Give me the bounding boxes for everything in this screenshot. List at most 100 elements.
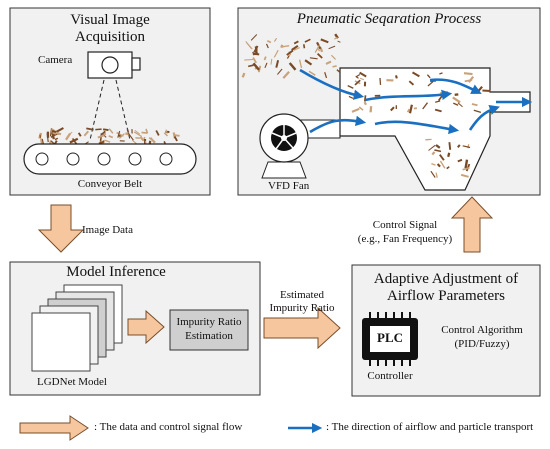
particle bbox=[463, 72, 473, 76]
particle bbox=[320, 38, 329, 44]
particle bbox=[473, 109, 482, 114]
particle bbox=[286, 55, 290, 59]
particle bbox=[127, 132, 134, 141]
particle bbox=[379, 77, 382, 85]
particle bbox=[434, 108, 442, 113]
plc-label: PLC bbox=[377, 330, 403, 345]
particle bbox=[77, 132, 82, 137]
particle bbox=[148, 137, 156, 143]
particle bbox=[273, 37, 278, 42]
particle bbox=[482, 89, 491, 93]
lgdnet-model-icon bbox=[31, 284, 123, 372]
impurity-estimation-box bbox=[169, 309, 249, 351]
particle bbox=[133, 131, 143, 138]
estimated-ratio-arrow bbox=[263, 306, 341, 350]
visual-acquisition-title-line2: Acquisition bbox=[75, 29, 145, 45]
particle bbox=[453, 102, 459, 106]
particle bbox=[439, 154, 445, 161]
particle bbox=[411, 71, 420, 78]
lgdnet-model-label: LGDNet Model bbox=[37, 376, 107, 388]
particle bbox=[273, 49, 279, 58]
particle bbox=[275, 60, 280, 68]
particle bbox=[165, 129, 168, 134]
particle bbox=[173, 136, 178, 142]
particle bbox=[359, 71, 367, 78]
particle bbox=[457, 158, 463, 163]
particle bbox=[330, 54, 337, 60]
conveyor-belt-label: Conveyor Belt bbox=[77, 178, 143, 190]
vfd-fan-label: VFD Fan bbox=[268, 180, 310, 192]
particle bbox=[293, 40, 299, 45]
particle bbox=[248, 64, 254, 68]
particle bbox=[252, 62, 260, 71]
particle bbox=[126, 128, 130, 133]
particle bbox=[263, 56, 267, 61]
particle bbox=[464, 159, 469, 169]
particle bbox=[282, 70, 290, 79]
particle bbox=[252, 57, 257, 64]
particle bbox=[457, 144, 461, 148]
particle bbox=[304, 59, 313, 66]
particle bbox=[457, 102, 463, 108]
particle bbox=[452, 96, 461, 104]
particle bbox=[460, 173, 469, 178]
particle bbox=[428, 144, 436, 151]
adaptive-title-line2: Airflow Parameters bbox=[387, 288, 505, 304]
particle bbox=[52, 132, 57, 135]
particle bbox=[293, 47, 300, 51]
particle bbox=[163, 132, 169, 137]
particle bbox=[354, 79, 361, 86]
control-algorithm-line2: (PID/Fuzzy) bbox=[454, 338, 510, 350]
particle bbox=[430, 170, 436, 178]
particle bbox=[304, 38, 311, 43]
particle bbox=[155, 130, 160, 136]
estimated-label-line2: Impurity Ratio bbox=[269, 302, 335, 314]
particle bbox=[270, 58, 273, 65]
particle bbox=[334, 36, 338, 40]
particle bbox=[264, 62, 268, 69]
legend-data-flow-text: : The data and control signal flow bbox=[94, 421, 243, 433]
particle bbox=[337, 40, 341, 43]
particle bbox=[462, 145, 471, 149]
particle bbox=[117, 130, 121, 138]
particle bbox=[141, 131, 148, 134]
particle bbox=[436, 163, 441, 168]
particle bbox=[288, 62, 297, 71]
particle bbox=[431, 162, 436, 166]
particle bbox=[408, 80, 415, 86]
particle bbox=[332, 65, 337, 68]
particle bbox=[97, 134, 105, 139]
particle bbox=[308, 70, 316, 76]
particle bbox=[253, 45, 259, 53]
controller-label: Controller bbox=[367, 370, 413, 382]
image-data-arrow bbox=[37, 204, 85, 253]
impurity-estimation-line1: Impurity Ratio bbox=[176, 316, 242, 328]
particle bbox=[298, 59, 303, 69]
particle bbox=[336, 69, 341, 73]
adaptive-title-line1: Adaptive Adjustment of bbox=[373, 271, 519, 287]
vfd-fan-icon bbox=[259, 113, 341, 179]
camera-icon bbox=[87, 51, 141, 141]
control-signal-line1: Control Signal bbox=[372, 219, 438, 231]
particle bbox=[98, 140, 105, 145]
particle bbox=[54, 137, 59, 141]
particle bbox=[363, 101, 367, 106]
particle bbox=[426, 74, 431, 79]
particle bbox=[108, 135, 114, 139]
particle bbox=[439, 72, 443, 75]
particle bbox=[101, 130, 106, 136]
particle bbox=[369, 106, 373, 113]
inference-inner-arrow bbox=[127, 309, 165, 345]
particle bbox=[244, 58, 254, 61]
particle bbox=[281, 45, 290, 48]
airflow-arrows bbox=[299, 68, 533, 135]
particle bbox=[348, 95, 354, 99]
particle bbox=[309, 57, 318, 60]
pneumatic-title: Pneumatic Seqaration Process bbox=[296, 11, 482, 27]
model-inference-title: Model Inference bbox=[66, 264, 166, 280]
particle bbox=[316, 47, 321, 52]
particle bbox=[439, 160, 446, 169]
particle bbox=[286, 49, 294, 56]
particle bbox=[102, 128, 109, 132]
